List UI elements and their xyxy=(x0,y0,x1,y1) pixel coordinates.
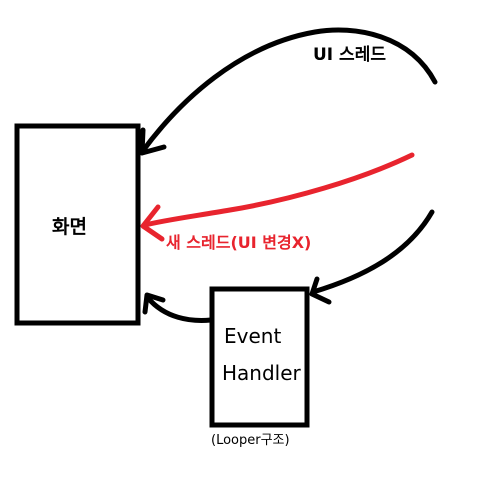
ui-thread-label: UI 스레드 xyxy=(313,45,386,65)
ui-thread-arrow xyxy=(139,27,438,155)
screen-box xyxy=(14,123,141,326)
event-handler-label-line2: Handler xyxy=(222,361,302,385)
event-handler-box xyxy=(209,286,310,428)
new-thread-arrowhead xyxy=(140,204,165,242)
screen-label: 화면 xyxy=(52,216,87,238)
ui-thread-arrowhead xyxy=(139,127,167,156)
handler-to-screen-arrowhead xyxy=(142,292,166,315)
handler-to-screen-arrow xyxy=(145,295,214,323)
handler-input-arrow xyxy=(310,209,435,295)
event-handler-label-line1: Event xyxy=(224,324,281,348)
looper-note: (Looper구조) xyxy=(211,433,290,448)
new-thread-arrow xyxy=(142,152,415,228)
handler-input-arrowhead xyxy=(309,276,332,305)
new-thread-label: 새 스레드(UI 변경X) xyxy=(166,233,311,252)
